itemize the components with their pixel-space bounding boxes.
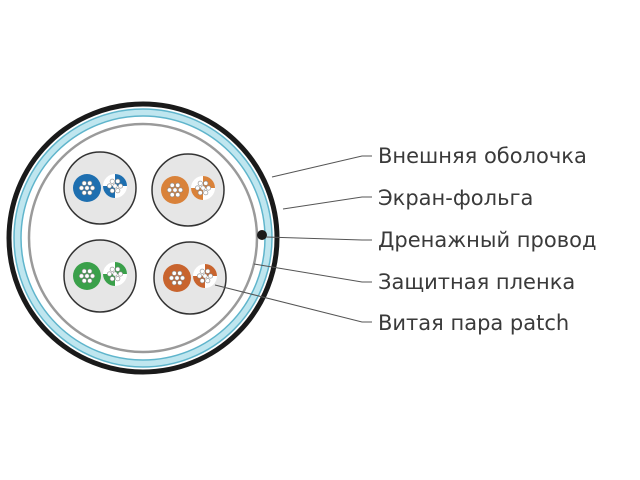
- conductor-strand: [87, 190, 93, 196]
- conductor-strand: [109, 178, 115, 184]
- conductor-strand: [115, 266, 121, 272]
- conductor-strand: [177, 270, 183, 276]
- conductor-strand: [79, 185, 85, 191]
- drain-wire: [257, 230, 267, 240]
- conductor-strand: [112, 271, 118, 277]
- conductor-strand: [175, 192, 181, 198]
- conductor-strand: [81, 268, 87, 274]
- conductor-strand: [90, 185, 96, 191]
- leader-line: [265, 236, 372, 241]
- conductor-strand: [118, 271, 124, 277]
- conductor-strand: [206, 185, 212, 191]
- conductor-strand: [197, 273, 203, 279]
- conductor-strand: [109, 276, 115, 282]
- label-drain-wire: Дренажный провод: [378, 228, 596, 252]
- leader-line: [214, 284, 372, 323]
- twisted-pair: [63, 239, 137, 313]
- conductor-strand: [171, 270, 177, 276]
- conductor-strand: [197, 180, 203, 186]
- conductor-strand: [90, 273, 96, 279]
- conductor-strand: [87, 180, 93, 186]
- conductor-strand: [169, 182, 175, 188]
- label-outer-jacket: Внешняя оболочка: [378, 144, 587, 168]
- foil-outer-edge: [13, 108, 273, 368]
- conductor-strand: [195, 185, 201, 191]
- label-foil-shield: Экран-фольга: [378, 186, 533, 210]
- conductor-strand: [87, 278, 93, 284]
- conductor-strand: [174, 275, 180, 281]
- protective-film: [27, 122, 259, 354]
- twisted-pair: [151, 153, 225, 227]
- conductor-strand: [169, 192, 175, 198]
- conductor-strand: [202, 273, 208, 279]
- conductor-strand: [197, 190, 203, 196]
- conductor-strand: [203, 190, 209, 196]
- label-protective-film: Защитная пленка: [378, 270, 575, 294]
- conductor-strand: [200, 185, 206, 191]
- label-twisted-pair: Витая пара patch: [378, 311, 569, 335]
- conductor-strand: [107, 271, 113, 277]
- conductor-strand: [175, 182, 181, 188]
- conductor-strand: [112, 183, 118, 189]
- conductor-strand: [203, 180, 209, 186]
- conductor-strand: [118, 183, 124, 189]
- conductor-strand: [81, 180, 87, 186]
- leader-line: [253, 263, 372, 283]
- leader-line: [271, 155, 372, 178]
- conductor-strand: [205, 278, 211, 284]
- conductor-strand: [205, 268, 211, 274]
- conductor-strand: [208, 273, 214, 279]
- conductor-strand: [109, 188, 115, 194]
- twisted-pair: [153, 241, 227, 315]
- twisted-pair: [63, 151, 137, 225]
- conductor-strand: [84, 185, 90, 191]
- conductor-strand: [81, 278, 87, 284]
- conductor-strand: [172, 187, 178, 193]
- conductor-strand: [81, 190, 87, 196]
- conductor-strand: [178, 187, 184, 193]
- conductor-strand: [199, 278, 205, 284]
- conductor-strand: [169, 275, 175, 281]
- conductor-strand: [115, 276, 121, 282]
- conductor-strand: [199, 268, 205, 274]
- conductor-strand: [180, 275, 186, 281]
- conductor-strand: [107, 183, 113, 189]
- leader-lines: [214, 155, 372, 323]
- conductor-strand: [109, 266, 115, 272]
- conductor-strand: [115, 188, 121, 194]
- conductor-strand: [84, 273, 90, 279]
- leader-line: [282, 196, 372, 210]
- conductor-strand: [171, 280, 177, 286]
- conductor-strand: [167, 187, 173, 193]
- conductor-strand: [115, 178, 121, 184]
- conductor-strand: [177, 280, 183, 286]
- conductor-strand: [79, 273, 85, 279]
- foil-shield: [13, 108, 273, 368]
- conductor-strand: [87, 268, 93, 274]
